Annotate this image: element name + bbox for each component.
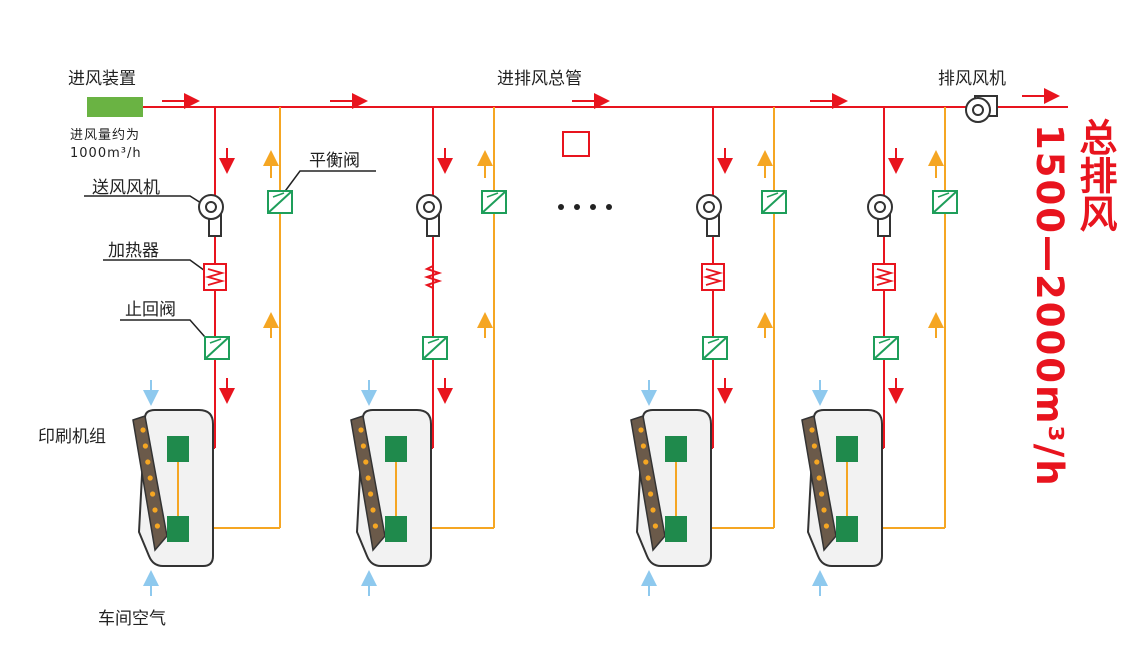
printing-unit-label: 印刷机组 — [38, 427, 106, 447]
check-valve-label: 止回阀 — [125, 300, 176, 320]
printing-unit-2 — [350, 107, 507, 596]
printing-machine-icon — [801, 409, 883, 567]
balance-valve-label: 平衡阀 — [309, 151, 360, 171]
heater-icon — [872, 263, 896, 291]
intake-device-block — [87, 97, 143, 117]
heater-icon — [701, 263, 725, 291]
intake-volume-label: 进风量约为 — [70, 128, 141, 143]
supply-fan-icon — [867, 194, 893, 237]
intake-device-label: 进风装置 — [68, 69, 136, 89]
printing-machine-icon — [630, 409, 712, 567]
balance-valve-icon — [932, 190, 958, 214]
printing-machine-icon — [350, 409, 432, 567]
main-duct-arrows — [162, 88, 1060, 109]
heater-label: 加热器 — [108, 241, 159, 261]
ellipsis-dots — [558, 204, 612, 210]
balance-valve-icon — [267, 190, 293, 214]
supply-fan-label: 送风风机 — [92, 178, 160, 198]
exhaust-fan-icon — [965, 95, 998, 123]
heater-icon — [203, 263, 227, 291]
printing-machine-icon — [132, 409, 214, 567]
check-valve-icon — [702, 336, 728, 360]
balance-valve-icon — [761, 190, 787, 214]
check-valve-icon — [873, 336, 899, 360]
total-exhaust-title: 总排风 — [1073, 118, 1117, 232]
supply-fan-icon — [696, 194, 722, 237]
exhaust-fan-label: 排风风机 — [938, 69, 1006, 89]
intake-volume-value: 1000m³/h — [70, 146, 142, 161]
heater-icon — [423, 265, 443, 289]
total-exhaust-value: 1500—2000m³/h — [1028, 124, 1071, 488]
printing-unit-4 — [801, 107, 958, 596]
more-units-box — [562, 131, 590, 157]
main-duct-label: 进排风总管 — [497, 69, 582, 89]
balance-valve-icon — [481, 190, 507, 214]
supply-fan-icon — [416, 194, 442, 237]
workshop-air-label: 车间空气 — [98, 609, 166, 629]
printing-unit-1 — [132, 107, 293, 596]
check-valve-icon — [422, 336, 448, 360]
printing-unit-3 — [630, 107, 787, 596]
supply-fan-icon — [198, 194, 224, 237]
check-valve-icon — [204, 336, 230, 360]
printing-units — [132, 107, 958, 596]
